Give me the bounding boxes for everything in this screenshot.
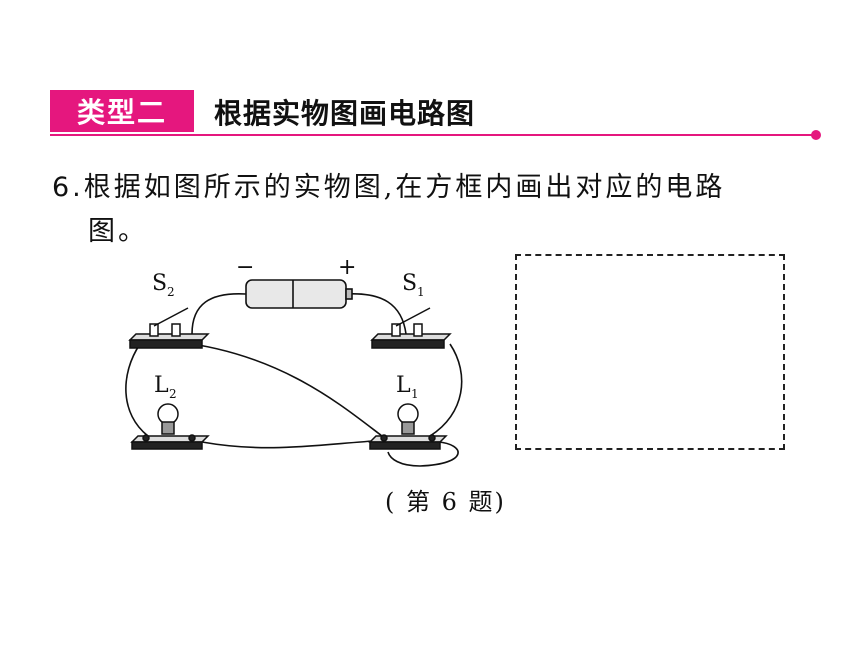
switch-s2 xyxy=(128,307,210,349)
label-s2: S xyxy=(152,271,167,296)
wire-s2-l2 xyxy=(125,343,149,437)
lamp-l1 xyxy=(368,403,448,450)
answer-box[interactable] xyxy=(515,254,785,450)
wire-l2-l1 xyxy=(201,439,389,449)
circuit-figure: − + S 2 S 1 L 2 L 1 xyxy=(125,255,463,467)
battery xyxy=(245,279,353,309)
question-number: 6. xyxy=(52,172,84,203)
battery-minus-label: − xyxy=(236,255,254,280)
label-s1-sub: 1 xyxy=(417,285,425,299)
question-text: 6.根据如图所示的实物图,在方框内画出对应的电路 图。 xyxy=(52,166,832,254)
label-s2-sub: 2 xyxy=(167,285,175,299)
label-s1: S xyxy=(402,271,417,296)
wire-s2-l1 xyxy=(177,341,383,437)
section-title: 根据实物图画电路图 xyxy=(214,97,476,130)
label-l1-sub: 1 xyxy=(411,387,419,401)
label-l1: L xyxy=(396,373,411,398)
lamp-l2 xyxy=(130,403,210,450)
section-tag: 类型二 xyxy=(50,90,194,132)
switch-s1 xyxy=(370,307,452,349)
section-header: 类型二 根据实物图画电路图 xyxy=(0,88,860,148)
battery-plus-label: + xyxy=(338,255,356,280)
figure-caption: ( 第 6 题) xyxy=(385,488,506,516)
header-rule-dot xyxy=(811,130,821,140)
wire-battery-s1 xyxy=(345,293,407,335)
wire-battery-s2 xyxy=(191,293,247,335)
wire-l1-tail xyxy=(387,441,459,467)
label-l2-sub: 2 xyxy=(169,387,177,401)
question-line-2: 图。 xyxy=(88,216,148,247)
label-l2: L xyxy=(154,373,169,398)
wire-s1-l1 xyxy=(429,343,463,437)
question-line-1: 根据如图所示的实物图,在方框内画出对应的电路 xyxy=(83,172,726,203)
header-rule xyxy=(50,134,816,136)
